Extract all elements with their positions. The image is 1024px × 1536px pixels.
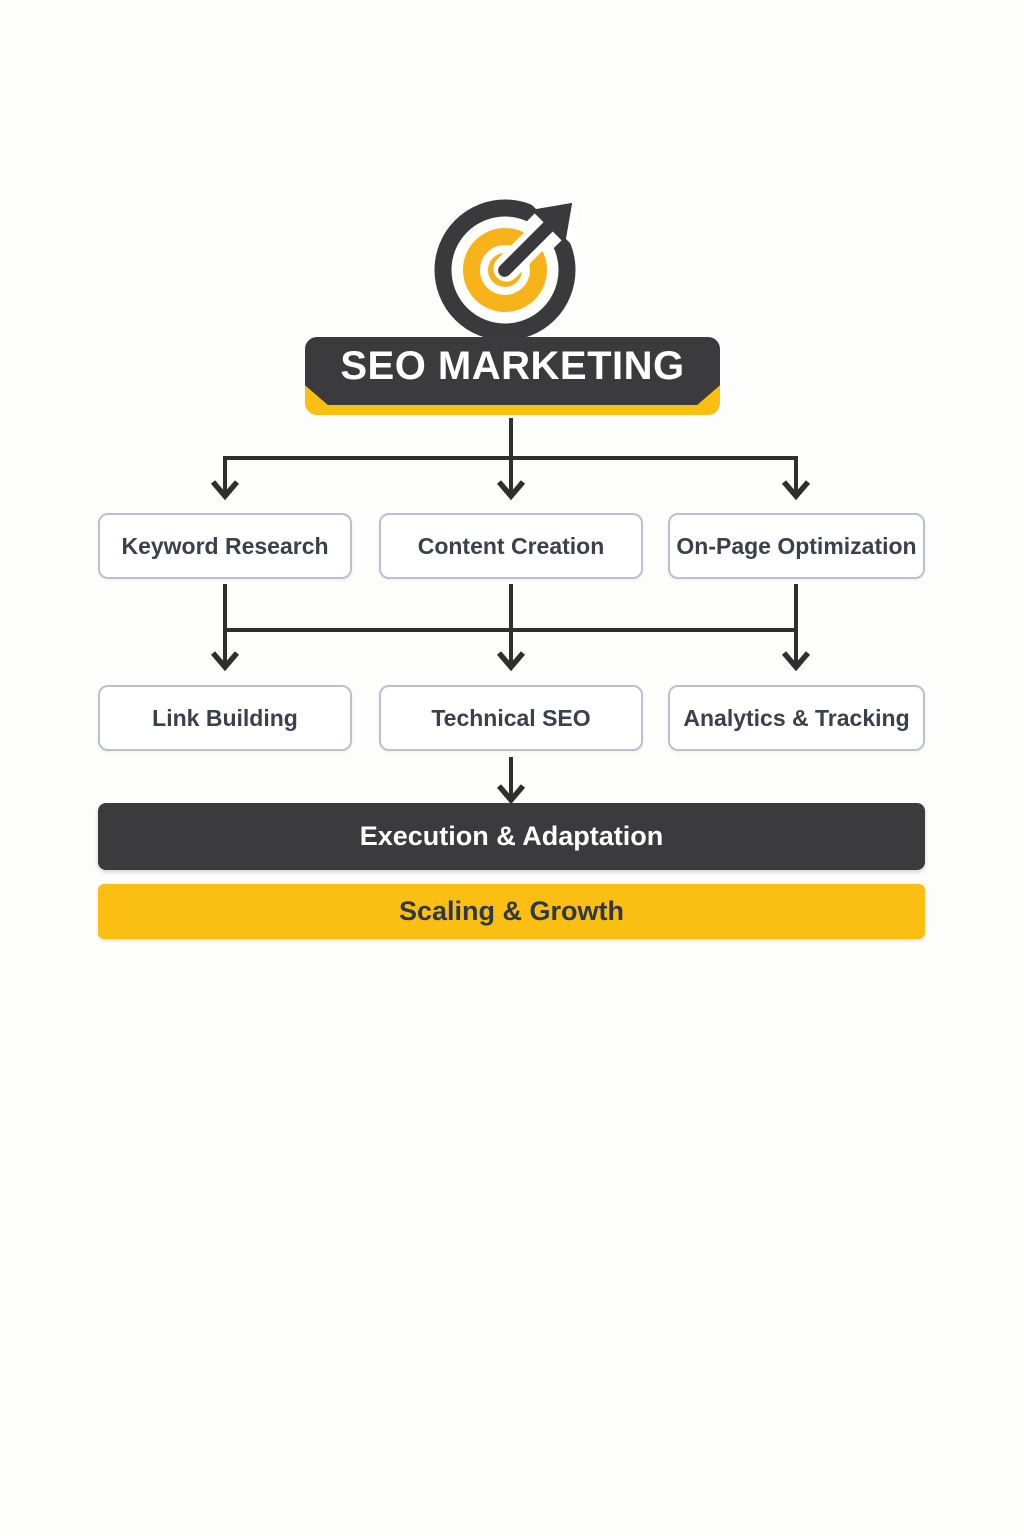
node-keyword-research: Keyword Research — [98, 513, 352, 579]
target-arrow-icon — [420, 178, 597, 351]
node-on-page-optimization: On-Page Optimization — [668, 513, 925, 579]
scaling-bar-label: Scaling & Growth — [398, 896, 625, 926]
node-analytics-tracking: Analytics & Tracking — [668, 685, 925, 751]
node-technical-seo: Technical SEO — [379, 685, 643, 751]
title-banner: SEO MARKETING — [305, 337, 720, 415]
target-arrow-icon-svg — [434, 178, 597, 341]
node-link-building: Link Building — [98, 685, 352, 751]
node-content-creation: Content Creation — [379, 513, 643, 579]
scaling-growth-bar: Scaling & Growth — [98, 884, 925, 939]
node-label: On-Page Optimization — [676, 532, 917, 559]
execution-bar-label: Execution & Adaptation — [359, 821, 664, 851]
banner-dark-plate: SEO MARKETING — [305, 337, 720, 405]
node-label: Technical SEO — [431, 704, 591, 731]
node-label: Keyword Research — [121, 532, 329, 559]
node-label: Link Building — [152, 704, 298, 731]
diagram-title: SEO MARKETING — [340, 343, 685, 388]
execution-adaptation-bar: Execution & Adaptation — [98, 803, 925, 870]
node-label: Content Creation — [417, 532, 605, 559]
node-label: Analytics & Tracking — [683, 704, 910, 731]
